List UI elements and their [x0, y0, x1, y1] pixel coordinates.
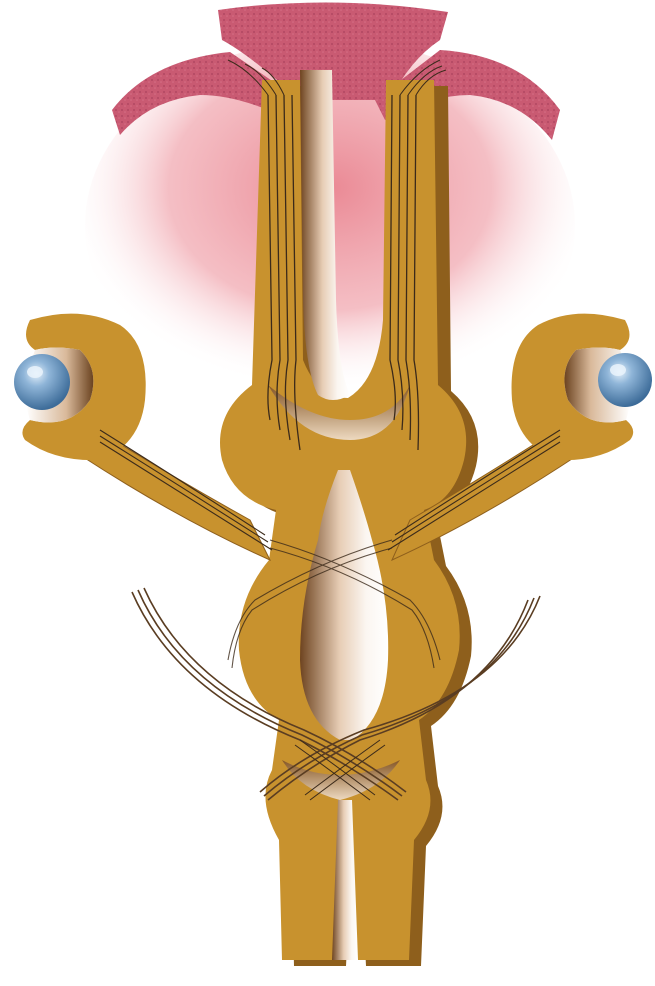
left-eye-highlight: [27, 366, 43, 378]
right-eye-highlight: [610, 364, 626, 376]
right-eye-lens: [598, 353, 652, 407]
left-eye-lens: [14, 354, 70, 410]
